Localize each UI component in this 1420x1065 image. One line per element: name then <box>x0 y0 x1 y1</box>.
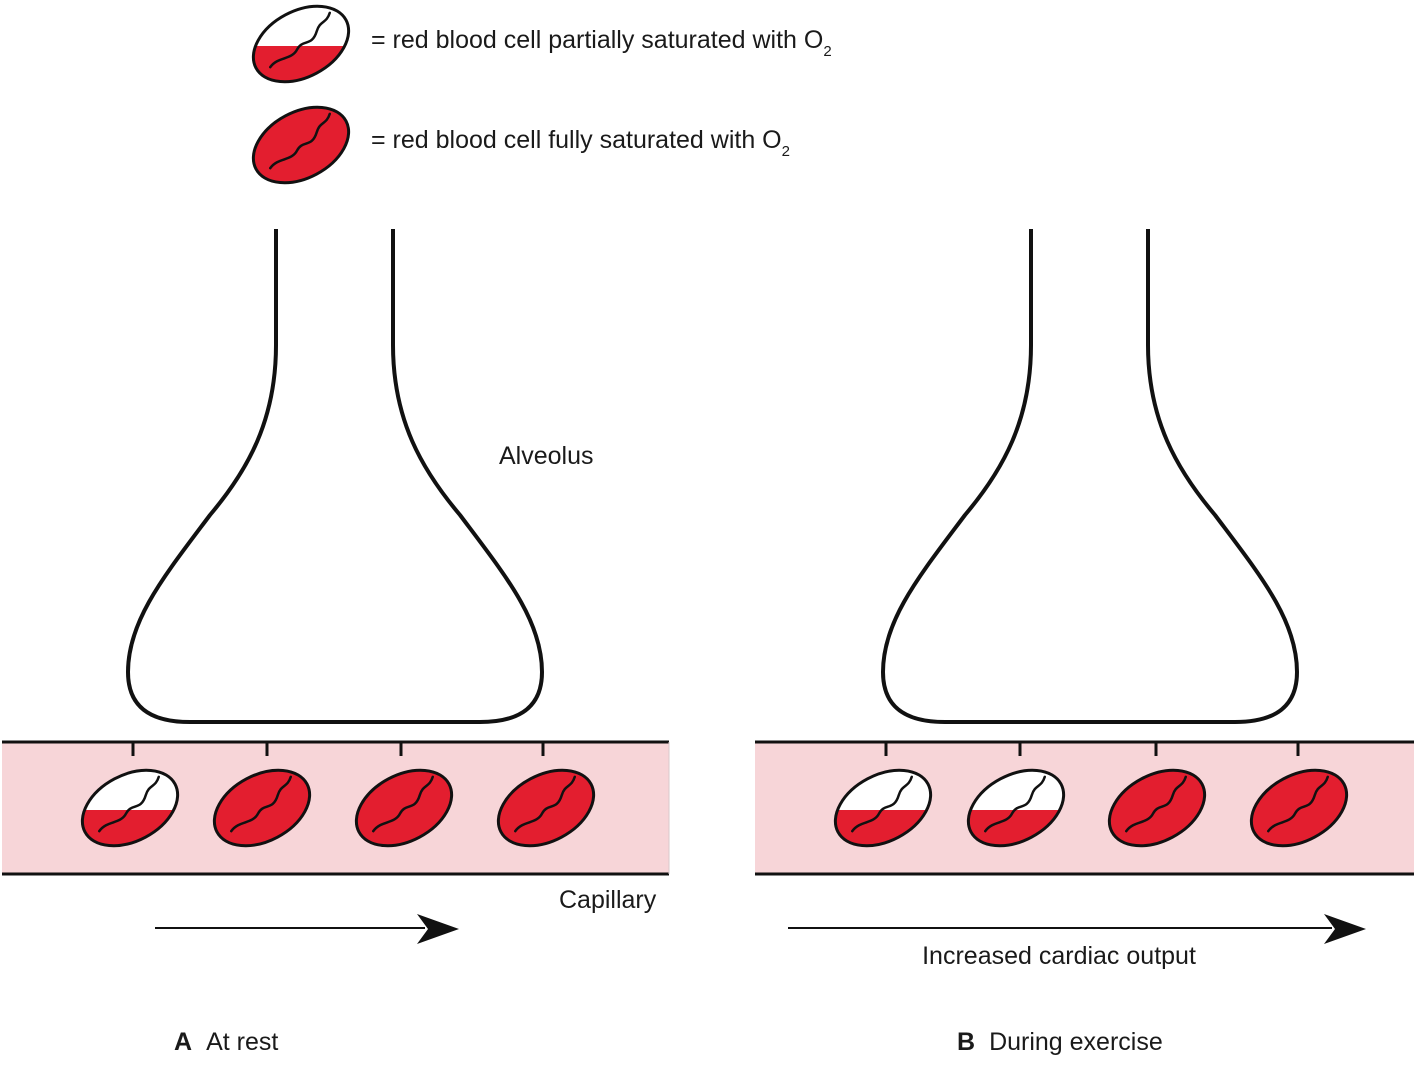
red-blood-cell <box>212 768 312 848</box>
capillary-label: Capillary <box>559 886 657 914</box>
alveolus-label: Alveolus <box>499 442 594 470</box>
flow-arrow <box>788 914 1366 944</box>
legend-partial-label: = red blood cell partially saturated wit… <box>371 26 832 60</box>
red-blood-cell <box>1249 768 1349 848</box>
legend-full-label: = red blood cell fully saturated with O2 <box>371 126 790 160</box>
alveolus-outline <box>126 229 544 724</box>
alveolus-outline <box>881 229 1299 724</box>
red-blood-cell <box>1107 768 1207 848</box>
legend-full-cell <box>251 105 351 185</box>
flow-arrow <box>155 914 459 944</box>
increased-cardiac-output-label: Increased cardiac output <box>922 942 1196 970</box>
legend: = red blood cell partially saturated wit… <box>240 4 832 185</box>
